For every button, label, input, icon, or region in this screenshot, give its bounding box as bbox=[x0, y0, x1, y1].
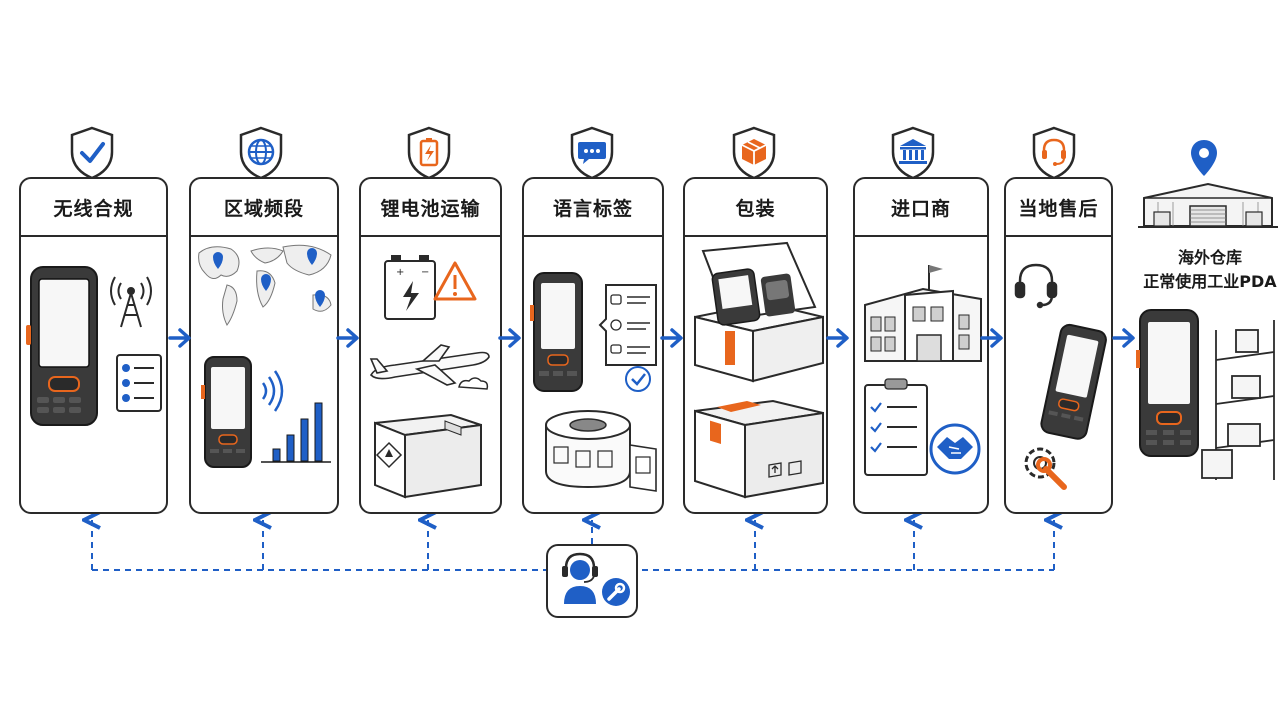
location-pin-icon bbox=[1191, 140, 1217, 176]
step-title: 区域频段 bbox=[191, 179, 337, 237]
flow-arrow-icon bbox=[660, 328, 683, 348]
shield-bank-icon bbox=[891, 126, 935, 180]
clipboard-checklist-icon bbox=[864, 378, 928, 476]
step-title: 当地售后 bbox=[1006, 179, 1111, 237]
hazmat-box-icon bbox=[374, 413, 482, 499]
map-pin-markers bbox=[213, 248, 325, 307]
label-roll-icon bbox=[545, 410, 657, 492]
support-agent-icon bbox=[562, 552, 630, 606]
shield-check-icon bbox=[70, 126, 114, 180]
step-card-wireless-compliance: 无线合规 bbox=[19, 177, 168, 514]
language-list-icon bbox=[598, 284, 657, 366]
shelving-rack-icon bbox=[1201, 320, 1275, 480]
pda-device-icon bbox=[530, 272, 583, 392]
step-title: 锂电池运输 bbox=[361, 179, 500, 237]
warehouse-building-icon bbox=[1138, 182, 1278, 228]
flow-arrow-icon bbox=[980, 328, 1003, 348]
closed-box-icon bbox=[694, 399, 824, 499]
svg-text:−: − bbox=[421, 267, 429, 278]
shield-headset-icon bbox=[1032, 126, 1076, 180]
step-title: 进口商 bbox=[855, 179, 987, 237]
pda-device-icon bbox=[26, 266, 98, 426]
packaging-illustration bbox=[694, 241, 824, 499]
svg-text:+: + bbox=[396, 267, 404, 278]
antenna-signal-icon bbox=[110, 276, 152, 328]
airplane-icon bbox=[369, 344, 490, 386]
flow-arrow-icon bbox=[498, 328, 521, 348]
step-title: 包装 bbox=[685, 179, 826, 237]
destination-line2: 正常使用工业PDA bbox=[1143, 272, 1277, 291]
office-building-icon bbox=[864, 265, 982, 362]
battery-transport-illustration: + − bbox=[369, 255, 490, 499]
step-title: 语言标签 bbox=[524, 179, 662, 237]
pda-device-icon bbox=[201, 356, 252, 468]
battery-icon: + − bbox=[384, 255, 436, 320]
step-card-local-after-sales: 当地售后 bbox=[1004, 177, 1113, 514]
cloud-icon bbox=[458, 377, 489, 390]
step-card-importer: 进口商 bbox=[853, 177, 989, 514]
flow-arrow-icon bbox=[1112, 328, 1135, 348]
signal-waves-icon bbox=[261, 370, 284, 412]
shield-chat-icon bbox=[570, 126, 614, 180]
flow-arrow-icon bbox=[168, 328, 191, 348]
support-hub bbox=[546, 544, 638, 618]
after-sales-illustration bbox=[1014, 263, 1107, 490]
open-box-icon bbox=[694, 241, 824, 383]
step-title: 无线合规 bbox=[21, 179, 166, 237]
flow-arrow-icon bbox=[826, 328, 849, 348]
checklist-icon bbox=[116, 354, 162, 412]
shield-globe-icon bbox=[239, 126, 283, 180]
shield-package-icon bbox=[732, 126, 776, 180]
destination-line1: 海外仓库 bbox=[1177, 248, 1242, 267]
wireless-compliance-illustration bbox=[26, 266, 162, 426]
shield-battery-icon bbox=[407, 126, 451, 180]
regional-bands-illustration bbox=[198, 244, 332, 468]
warehouse-pda-illustration bbox=[1136, 309, 1275, 480]
warning-triangle-icon bbox=[433, 261, 477, 301]
step-card-regional-bands: 区域频段 bbox=[189, 177, 339, 514]
signal-bars-icon bbox=[272, 402, 323, 462]
check-circle-icon bbox=[625, 366, 651, 392]
language-labels-illustration bbox=[530, 272, 657, 492]
step-card-packaging: 包装 bbox=[683, 177, 828, 514]
pda-device-icon bbox=[1040, 323, 1107, 440]
gear-wrench-icon bbox=[1024, 447, 1067, 490]
step-card-language-labels: 语言标签 bbox=[522, 177, 664, 514]
headset-icon bbox=[1014, 263, 1058, 309]
step-card-lithium-battery-transport: 锂电池运输 + − bbox=[359, 177, 502, 514]
destination-label: 海外仓库 正常使用工业PDA bbox=[1140, 246, 1280, 294]
importer-illustration bbox=[864, 265, 982, 476]
handshake-icon bbox=[929, 423, 981, 475]
pda-device-icon bbox=[1136, 309, 1199, 457]
flow-arrow-icon bbox=[336, 328, 359, 348]
